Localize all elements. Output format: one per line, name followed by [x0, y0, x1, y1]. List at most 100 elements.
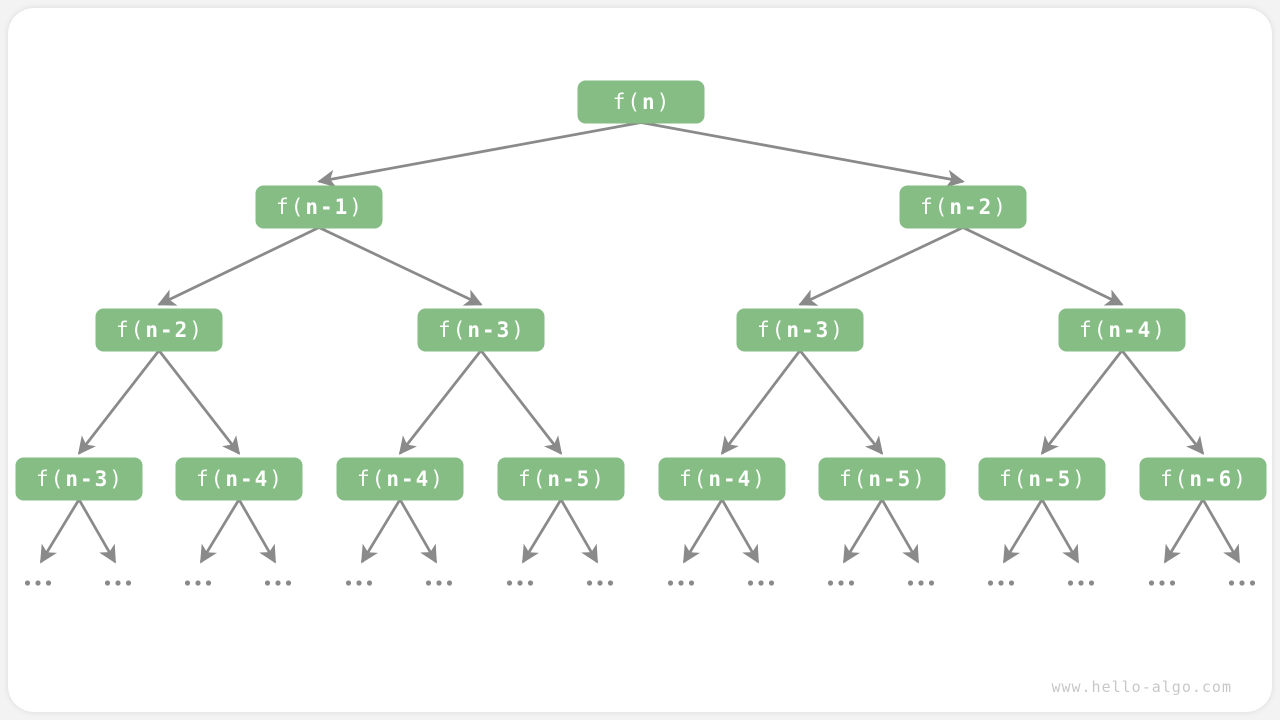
edge-arrow — [39, 498, 81, 564]
tree-node: f(n-5) — [818, 457, 946, 501]
tree-node-box — [1139, 457, 1267, 501]
edge-arrow — [360, 498, 402, 564]
edge-arrow — [1120, 349, 1205, 455]
edge-arrow — [880, 498, 920, 564]
tree-node: f(n-2) — [95, 308, 223, 352]
edge-arrow — [798, 226, 964, 306]
ellipsis-dot — [918, 580, 924, 586]
tree-node-box — [95, 308, 223, 352]
tree-node-box — [1058, 308, 1186, 352]
tree-node-box — [15, 457, 143, 501]
tree-node: f(n-4) — [175, 457, 303, 501]
tree-node: f(n-6) — [1139, 457, 1267, 501]
ellipsis-dot — [678, 580, 684, 586]
ellipsis-dot — [1249, 580, 1256, 586]
ellipsis-dot — [838, 580, 844, 586]
ellipsis-dot — [1067, 580, 1074, 586]
edge-arrow — [317, 121, 642, 188]
edge-arrow — [237, 498, 277, 564]
edge-arrow — [157, 349, 241, 455]
tree-node-box — [417, 308, 545, 352]
ellipsis-leaf — [1228, 580, 1256, 586]
nodes-layer: f(n)f(n-1)f(n-2)f(n-2)f(n-3)f(n-3)f(n-4)… — [15, 80, 1267, 586]
ellipsis-dot — [1088, 580, 1095, 586]
tree-node: f(n-4) — [336, 457, 464, 501]
ellipsis-dot — [425, 580, 432, 586]
tree-node-label: f(n-5) — [839, 467, 927, 491]
ellipsis-leaf — [104, 580, 132, 586]
edge-arrow — [798, 349, 884, 455]
tree-node: f(n-3) — [417, 308, 545, 352]
tree-node-label: f(n-4) — [196, 467, 284, 491]
edge-arrow — [559, 498, 599, 564]
edge-arrow — [640, 121, 965, 188]
edge-arrow — [1002, 498, 1044, 564]
tree-node-label: f(n-6) — [1160, 467, 1248, 491]
edge-arrow — [521, 498, 563, 564]
ellipsis-dot — [586, 580, 593, 586]
edges-layer — [39, 121, 1241, 564]
tree-node-box — [175, 457, 303, 501]
ellipsis-dot — [607, 580, 614, 586]
ellipsis-dot — [667, 580, 674, 586]
ellipsis-dot — [688, 580, 695, 586]
ellipsis-dot — [184, 580, 191, 586]
ellipsis-dot — [1239, 580, 1245, 586]
ellipsis-dot — [356, 580, 362, 586]
ellipsis-dot — [848, 580, 855, 586]
ellipsis-dot — [264, 580, 271, 586]
tree-node-label: f(n-4) — [1079, 318, 1167, 342]
ellipsis-dot — [1008, 580, 1015, 586]
ellipsis-dot — [907, 580, 914, 586]
ellipsis-dot — [285, 580, 292, 586]
ellipsis-dot — [436, 580, 442, 586]
ellipsis-dot — [195, 580, 201, 586]
tree-node: f(n-4) — [658, 457, 786, 501]
ellipsis-leaf — [907, 580, 935, 586]
ellipsis-dot — [747, 580, 754, 586]
ellipsis-dot — [115, 580, 121, 586]
edge-arrow — [77, 349, 161, 455]
tree-node-box — [336, 457, 464, 501]
ellipsis-dot — [1159, 580, 1165, 586]
tree-node-box — [899, 185, 1027, 229]
ellipsis-dot — [35, 580, 41, 586]
tree-node: f(n-4) — [1058, 308, 1186, 352]
tree-node-label: f(n) — [613, 90, 672, 114]
ellipsis-dot — [928, 580, 935, 586]
ellipsis-leaf — [747, 580, 775, 586]
tree-node: f(n-5) — [497, 457, 625, 501]
ellipsis-dot — [527, 580, 534, 586]
ellipsis-leaf — [506, 580, 534, 586]
tree-node-box — [577, 80, 705, 124]
edge-arrow — [199, 498, 241, 564]
ellipsis-dot — [987, 580, 994, 586]
ellipsis-leaf — [345, 580, 373, 586]
edge-arrow — [1201, 498, 1241, 564]
tree-node-label: f(n-2) — [920, 195, 1008, 219]
ellipsis-leaf — [1148, 580, 1176, 586]
ellipsis-leaf — [1067, 580, 1095, 586]
ellipsis-leaf — [667, 580, 695, 586]
ellipsis-dot — [998, 580, 1004, 586]
ellipsis-dot — [205, 580, 212, 586]
tree-node-label: f(n-4) — [679, 467, 767, 491]
ellipsis-dot — [104, 580, 111, 586]
edge-arrow — [157, 226, 320, 306]
ellipsis-leaf — [24, 580, 52, 586]
tree-node-box — [736, 308, 864, 352]
ellipsis-dot — [366, 580, 373, 586]
ellipsis-leaf — [827, 580, 855, 586]
tree-node-box — [658, 457, 786, 501]
tree-node-label: f(n-3) — [438, 318, 526, 342]
tree-node-box — [818, 457, 946, 501]
tree-node-label: f(n-5) — [518, 467, 606, 491]
tree-node-label: f(n-2) — [116, 318, 204, 342]
tree-node-label: f(n-3) — [757, 318, 845, 342]
edge-arrow — [720, 498, 760, 564]
edge-arrow — [318, 226, 483, 306]
tree-node: f(n) — [577, 80, 705, 124]
edge-arrow — [720, 349, 802, 455]
ellipsis-dot — [597, 580, 603, 586]
ellipsis-dot — [45, 580, 52, 586]
